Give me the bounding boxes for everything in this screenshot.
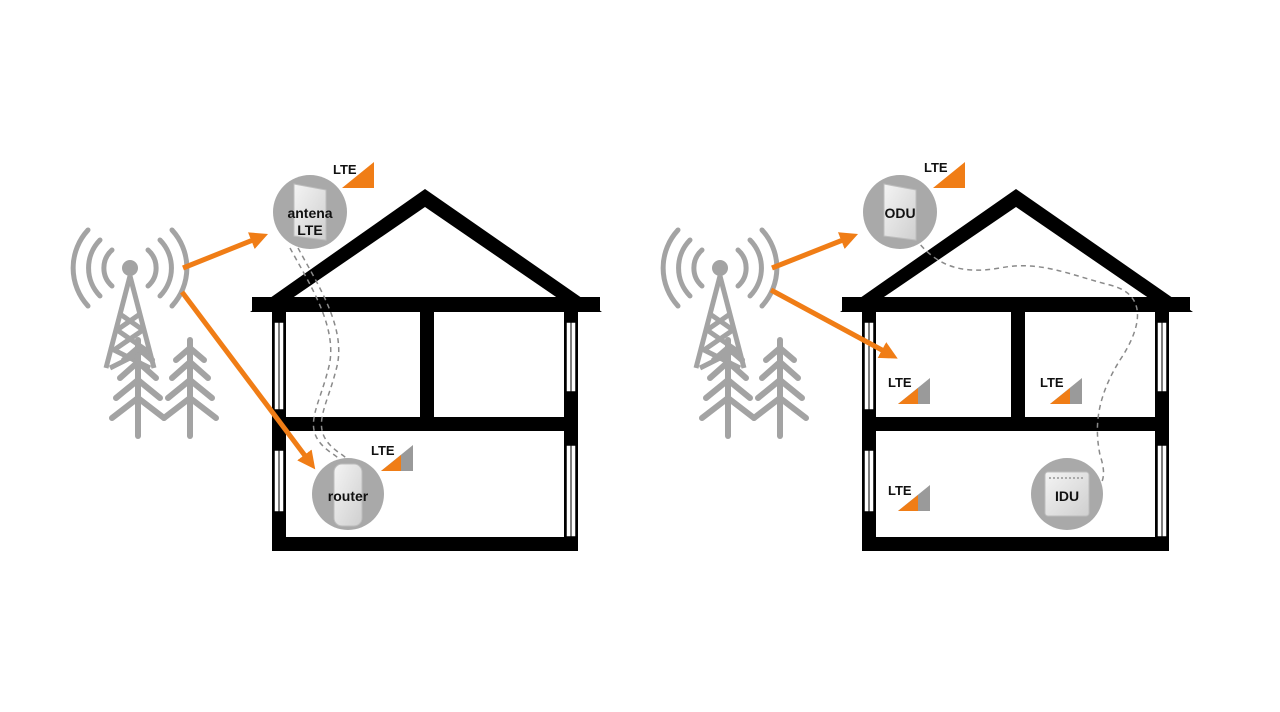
router-icon xyxy=(1044,471,1090,517)
cell-tower-icon xyxy=(663,230,777,368)
lte-badge-label: LTE xyxy=(333,162,357,177)
idu-device: IDU xyxy=(1031,458,1103,530)
antenna-label-line2: LTE xyxy=(297,222,322,238)
cell-tower-icon xyxy=(73,230,187,368)
router-label: router xyxy=(328,488,369,504)
outdoor-antenna-icon xyxy=(883,183,917,241)
signal-arrow xyxy=(182,232,269,271)
house-cross-section-icon xyxy=(840,189,1193,551)
signal-arrow xyxy=(769,287,898,359)
lte-badge-label: LTE xyxy=(1040,375,1064,390)
signal-arrow xyxy=(180,290,316,470)
odu-device: ODU xyxy=(863,175,937,249)
lte-badge-label: LTE xyxy=(888,483,912,498)
outdoor-antenna-device: antena LTE xyxy=(273,175,347,249)
outdoor-antenna-icon xyxy=(293,183,327,241)
lte-badge-label: LTE xyxy=(888,375,912,390)
idu-label: IDU xyxy=(1055,488,1079,504)
pine-tree-icon xyxy=(754,340,806,436)
signal-arrow xyxy=(771,232,859,271)
house-cross-section-icon xyxy=(250,189,602,551)
router-icon xyxy=(333,463,363,527)
pine-tree-icon xyxy=(164,340,216,436)
antenna-label-line1: antena xyxy=(287,205,332,221)
lte-badge-label: LTE xyxy=(371,443,395,458)
lte-badge-label: LTE xyxy=(924,160,948,175)
right-scene: ODU LTE LTE LTE LTE IDU xyxy=(663,160,1193,551)
router-device: router xyxy=(312,458,384,530)
cable-line xyxy=(914,237,1139,489)
left-scene: antena LTE LTE router LTE xyxy=(73,162,602,551)
odu-label: ODU xyxy=(884,205,915,221)
